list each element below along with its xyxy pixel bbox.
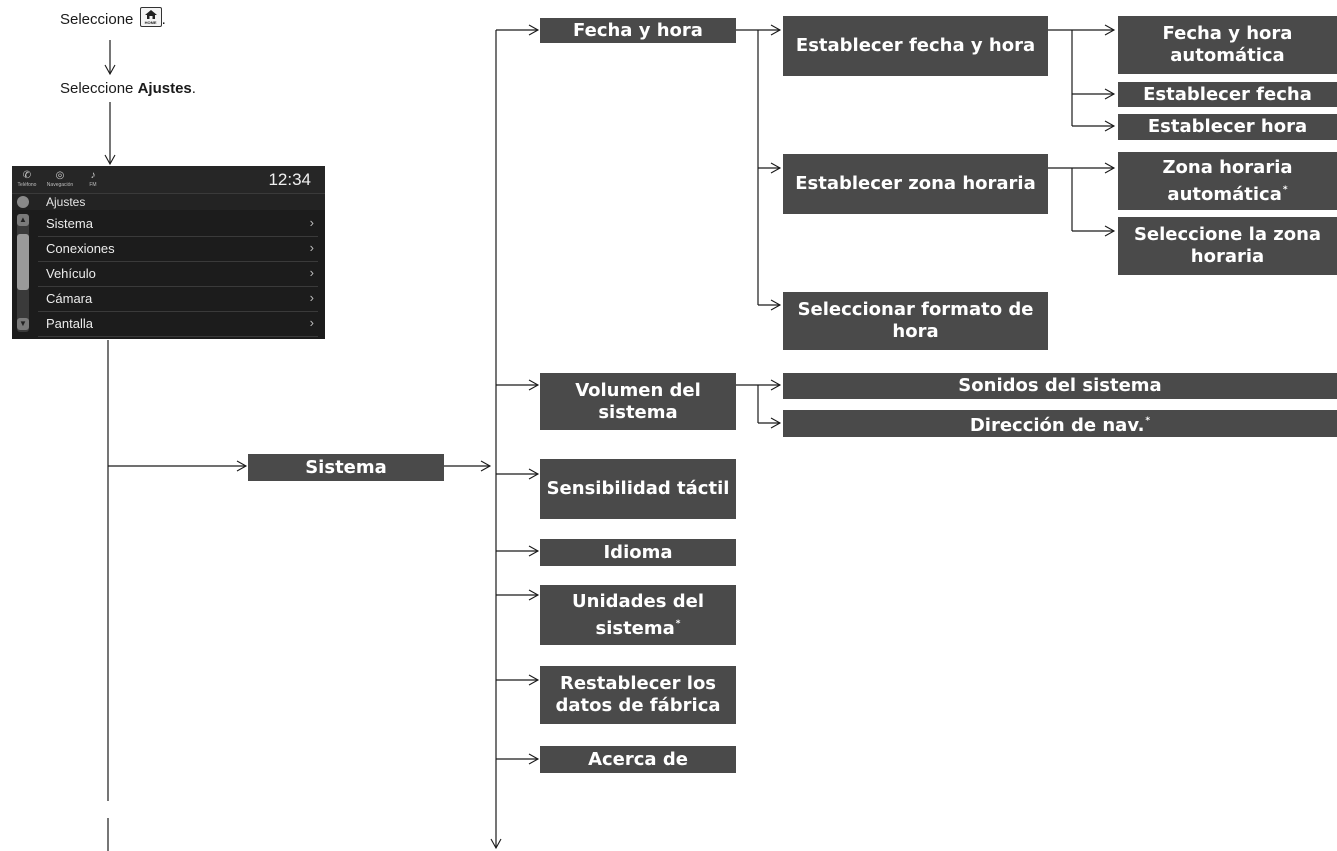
footnote-marker: *: [1282, 184, 1288, 195]
chevron-right-icon: ›: [309, 290, 314, 305]
instruction-period: .: [191, 80, 196, 97]
box-restablecer-datos-de-fabrica: Restablecer los datos de fábrica: [540, 666, 736, 724]
scrollbar-thumb[interactable]: [17, 234, 29, 290]
screen-title-bar: Ajustes: [12, 194, 325, 210]
box-fecha-y-hora-automatica: Fecha y hora automática: [1118, 16, 1337, 74]
box-volumen-del-sistema: Volumen del sistema: [540, 373, 736, 430]
settings-gear-icon: [17, 196, 29, 208]
list-item-pantalla[interactable]: Pantalla ›: [38, 312, 318, 337]
list-item-label: Vehículo: [46, 266, 96, 281]
tab-fm[interactable]: ♪ FM: [78, 169, 108, 189]
list-item-camara[interactable]: Cámara ›: [38, 287, 318, 312]
box-acerca-de: Acerca de: [540, 746, 736, 773]
screen-title: Ajustes: [46, 195, 86, 209]
list-item-vehiculo[interactable]: Vehículo ›: [38, 262, 318, 287]
chevron-right-icon: ›: [309, 240, 314, 255]
box-sistema: Sistema: [248, 454, 444, 481]
box-fecha-y-hora: Fecha y hora: [540, 18, 736, 43]
box-establecer-zona-horaria: Establecer zona horaria: [783, 154, 1048, 214]
instruction-bold-ajustes: Ajustes: [137, 80, 192, 97]
settings-screen-thumbnail: ✆ Teléfono ◎ Navegación ♪ FM 12:34 Ajust…: [12, 166, 325, 339]
box-establecer-fecha: Establecer fecha: [1118, 82, 1337, 107]
box-seleccione-la-zona-horaria: Seleccione la zona horaria: [1118, 217, 1337, 275]
instruction-text: Seleccione: [60, 80, 134, 97]
box-unidades-del-sistema: Unidades del sistema*: [540, 585, 736, 645]
tab-fm-label: FM: [89, 182, 97, 188]
chevron-right-icon: ›: [309, 265, 314, 280]
chevron-right-icon: ›: [309, 215, 314, 230]
box-direccion-de-nav: Dirección de nav.*: [783, 410, 1337, 437]
box-sensibilidad-tactil: Sensibilidad táctil: [540, 459, 736, 519]
instruction-text: Seleccione: [60, 11, 134, 28]
fm-icon: ♪: [90, 170, 96, 181]
list-item-label: Pantalla: [46, 316, 93, 331]
instruction-step-2: Seleccione Ajustes.: [60, 80, 196, 97]
zona-auto-label: Zona horaria automática: [1162, 156, 1293, 205]
box-seleccionar-formato-de-hora: Seleccionar formato de hora: [783, 292, 1048, 350]
navigation-icon: ◎: [55, 170, 65, 181]
phone-icon: ✆: [22, 170, 32, 181]
footnote-marker: *: [675, 618, 681, 629]
list-item-label: Sistema: [46, 216, 93, 231]
home-icon: HOME: [139, 7, 162, 27]
scroll-up-icon[interactable]: ▲: [17, 214, 29, 226]
direccion-nav-label: Dirección de nav.: [969, 415, 1145, 436]
box-zona-horaria-automatica: Zona horaria automática*: [1118, 152, 1337, 210]
chevron-right-icon: ›: [309, 315, 314, 330]
instruction-period: .: [161, 11, 166, 28]
settings-list: Sistema › Conexiones › Vehículo › Cámara…: [12, 212, 325, 337]
list-item-label: Cámara: [46, 291, 93, 306]
home-icon-label: HOME: [144, 20, 157, 25]
tab-navigation[interactable]: ◎ Navegación: [45, 169, 75, 189]
box-establecer-fecha-y-hora: Establecer fecha y hora: [783, 16, 1048, 76]
tab-phone[interactable]: ✆ Teléfono: [12, 169, 42, 189]
list-item-conexiones[interactable]: Conexiones ›: [38, 237, 318, 262]
box-establecer-hora: Establecer hora: [1118, 114, 1337, 140]
instruction-step-1: Seleccione HOME .: [60, 7, 166, 28]
tab-phone-label: Teléfono: [17, 182, 37, 188]
footnote-marker: *: [1145, 416, 1151, 426]
list-item-label: Conexiones: [46, 241, 115, 256]
box-idioma: Idioma: [540, 539, 736, 566]
tab-navigation-label: Navegación: [46, 182, 74, 188]
scroll-down-icon[interactable]: ▼: [17, 318, 29, 330]
unidades-label: Unidades del sistema: [572, 590, 704, 639]
screen-top-bar: ✆ Teléfono ◎ Navegación ♪ FM 12:34: [12, 166, 325, 194]
list-item-sistema[interactable]: Sistema ›: [38, 212, 318, 237]
screen-clock: 12:34: [268, 170, 311, 189]
box-sonidos-del-sistema: Sonidos del sistema: [783, 373, 1337, 399]
